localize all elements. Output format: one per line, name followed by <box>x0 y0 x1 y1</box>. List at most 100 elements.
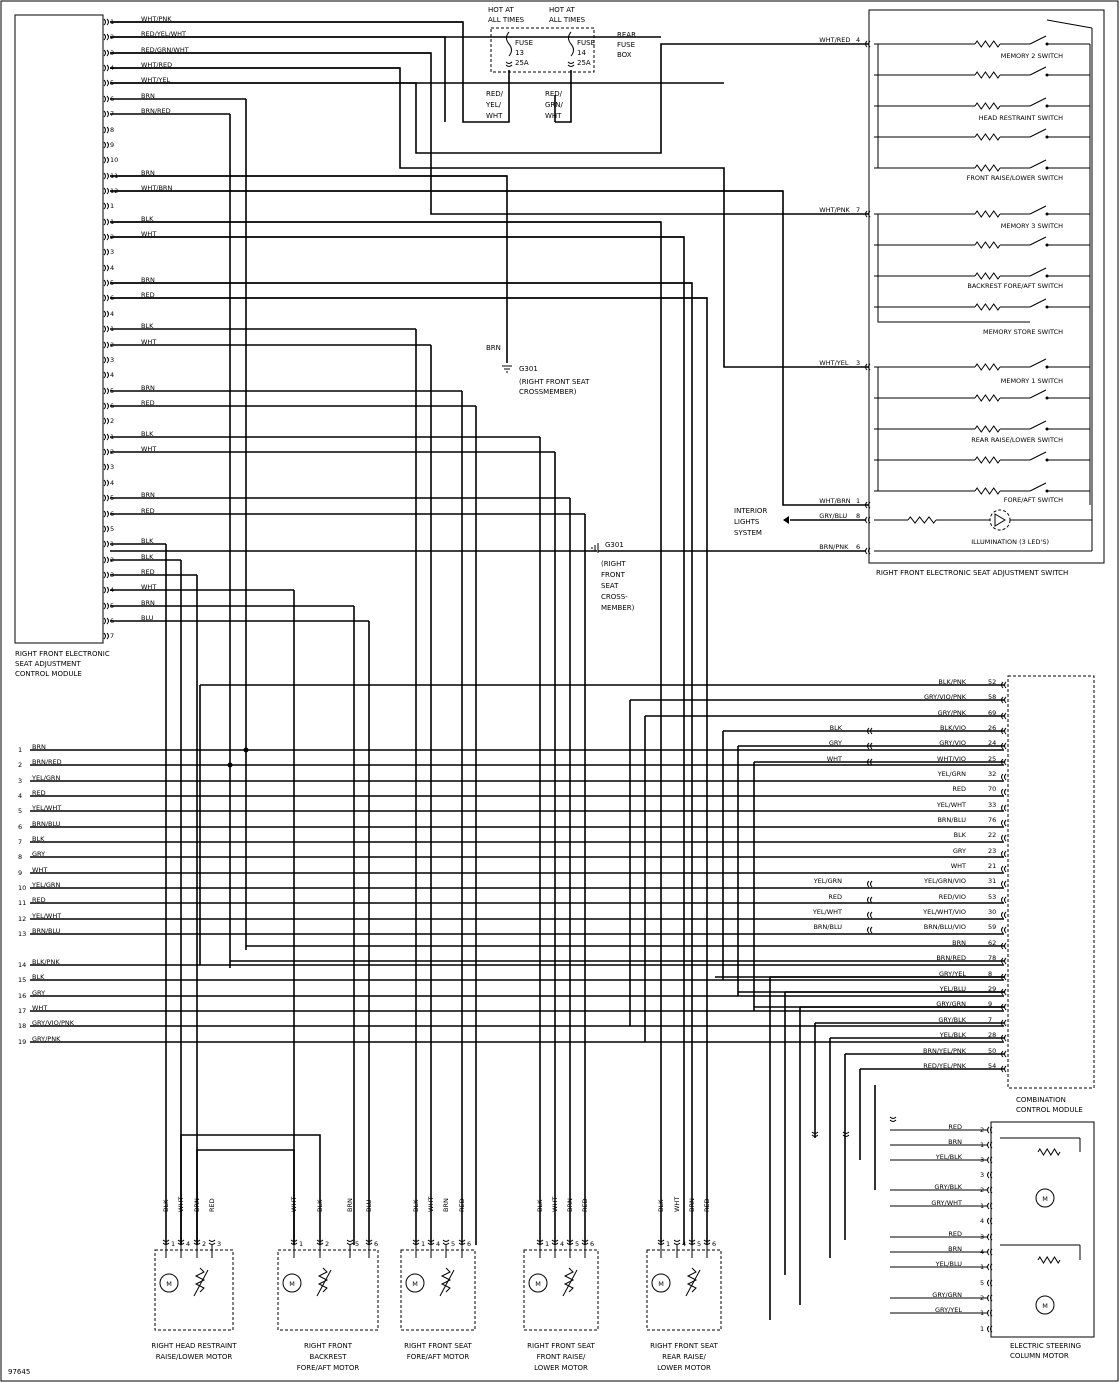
connector-pin-number: 6 <box>18 823 22 831</box>
connector-wire-label: BLK <box>32 973 45 981</box>
module-pin-number: 3 <box>110 571 114 579</box>
combo-pin-wire-label: RED/VIO <box>939 893 966 901</box>
combo-pin-wire-label: RED/YEL/PNK <box>923 1062 966 1070</box>
motor-wire-label: RED <box>458 1198 466 1212</box>
motor-pin-number: 1 <box>666 1240 670 1248</box>
switch-label: MEMORY 2 SWITCH <box>1001 52 1063 60</box>
switch-label: HEAD RESTRAINT SWITCH <box>979 114 1063 122</box>
module-pin-wire-label: RED/YEL/WHT <box>141 30 186 38</box>
switch-input-pin: 6 <box>856 543 860 551</box>
connector-pin-number: 2 <box>18 761 22 769</box>
steering-motor-symbol: M <box>1042 1302 1048 1310</box>
combo-pin-number: 22 <box>988 831 996 839</box>
combo-pin-number: 32 <box>988 770 996 778</box>
motor-pin-number: 4 <box>436 1240 440 1248</box>
motor-wire-label: BRN <box>688 1198 696 1212</box>
motor-pin-number: 5 <box>575 1240 579 1248</box>
motor-wire-label: BLK <box>536 1199 544 1212</box>
module-pin-wire-label: WHT <box>141 583 156 591</box>
combo-pin-wire-label: GRY/PNK <box>938 709 967 717</box>
combo-pin-ext-wire-label: GRY <box>829 739 842 747</box>
switch-input-pin: 4 <box>856 36 860 44</box>
connector-wire-label: GRY/VIO/PNK <box>32 1019 75 1027</box>
module-pin-number: 8 <box>110 126 114 134</box>
connector-pin-number: 14 <box>18 961 26 969</box>
module-pin-wire-label: WHT/BRN <box>141 184 172 192</box>
steering-pin-number: 4 <box>980 1217 984 1225</box>
motor-pin-number: 5 <box>451 1240 455 1248</box>
module-pin-wire-label: BRN <box>141 169 155 177</box>
combo-pin-number: 33 <box>988 801 996 809</box>
connector-wire-label: BLK <box>32 835 45 843</box>
switch-label: FORE/AFT SWITCH <box>1004 496 1063 504</box>
module-pin-number: 10 <box>110 156 118 164</box>
combo-pin-number: 59 <box>988 923 996 931</box>
motor-symbol: M <box>658 1280 664 1288</box>
module-pin-wire-label: RED <box>141 568 155 576</box>
connector-pin-number: 8 <box>18 853 22 861</box>
steering-pin-number: 1 <box>980 1309 984 1317</box>
motor-wire-label: RED <box>208 1198 216 1212</box>
module-pin-wire-label: RED <box>141 507 155 515</box>
ground-lower-name: G301 <box>605 541 624 549</box>
switch-input-pin: 8 <box>856 512 860 520</box>
motor-wire-label: RED <box>581 1198 589 1212</box>
module-pin-number: 2 <box>110 448 114 456</box>
module-pin-number: 5 <box>110 525 114 533</box>
module-pin-number: 1 <box>110 325 114 333</box>
motor-pin-number: 3 <box>217 1240 221 1248</box>
connector-wire-label: RED <box>32 896 46 904</box>
motor-wire-label: BRN <box>193 1198 201 1212</box>
combo-pin-number: 30 <box>988 908 996 916</box>
steering-pin-wire-label: BRN <box>948 1245 962 1253</box>
combo-pin-number: 26 <box>988 724 996 732</box>
combo-pin-number: 28 <box>988 1031 996 1039</box>
switch-input-wire-label: WHT/RED <box>819 36 850 44</box>
combo-pin-number: 31 <box>988 877 996 885</box>
motor-wire-label: BRN <box>442 1198 450 1212</box>
motor-wire-label: BLU <box>365 1199 373 1212</box>
module-pin-wire-label: WHT <box>141 338 156 346</box>
steering-pin-wire-label: GRY/YEL <box>935 1306 962 1314</box>
combo-pin-number: 69 <box>988 709 996 717</box>
module-pin-number: 4 <box>110 64 114 72</box>
switch-input-wire-label: GRY/BLU <box>819 512 847 520</box>
module-pin-wire-label: BRN <box>141 599 155 607</box>
illumination-label: ILLUMINATION (3 LED'S) <box>971 538 1049 546</box>
module-pin-number: 4 <box>110 264 114 272</box>
module-pin-number: 1 <box>110 18 114 26</box>
combo-pin-wire-label: BRN <box>952 939 966 947</box>
module-pin-wire-label: BLK <box>141 553 154 561</box>
motor-wire-label: BRN <box>346 1198 354 1212</box>
motor-wire-label: BRN <box>566 1198 574 1212</box>
module-pin-wire-label: WHT/PNK <box>141 15 172 23</box>
motor-pin-number: 6 <box>467 1240 471 1248</box>
module-pin-number: 4 <box>110 310 114 318</box>
motor-wire-label: WHT <box>673 1197 681 1212</box>
steering-pin-number: 1 <box>980 1263 984 1271</box>
steering-pin-number: 1 <box>980 1141 984 1149</box>
combo-pin-wire-label: GRY/VIO <box>939 739 966 747</box>
switch-label: REAR RAISE/LOWER SWITCH <box>971 436 1063 444</box>
connector-pin-number: 12 <box>18 915 26 923</box>
combo-pin-wire-label: BLK <box>954 831 967 839</box>
module-pin-number: 3 <box>110 463 114 471</box>
connector-wire-label: YEL/GRN <box>31 881 60 889</box>
motor-pin-number: 6 <box>590 1240 594 1248</box>
steering-pin-wire-label: BRN <box>948 1138 962 1146</box>
combo-pin-number: 21 <box>988 862 996 870</box>
combo-pin-wire-label: YEL/BLK <box>939 1031 967 1039</box>
